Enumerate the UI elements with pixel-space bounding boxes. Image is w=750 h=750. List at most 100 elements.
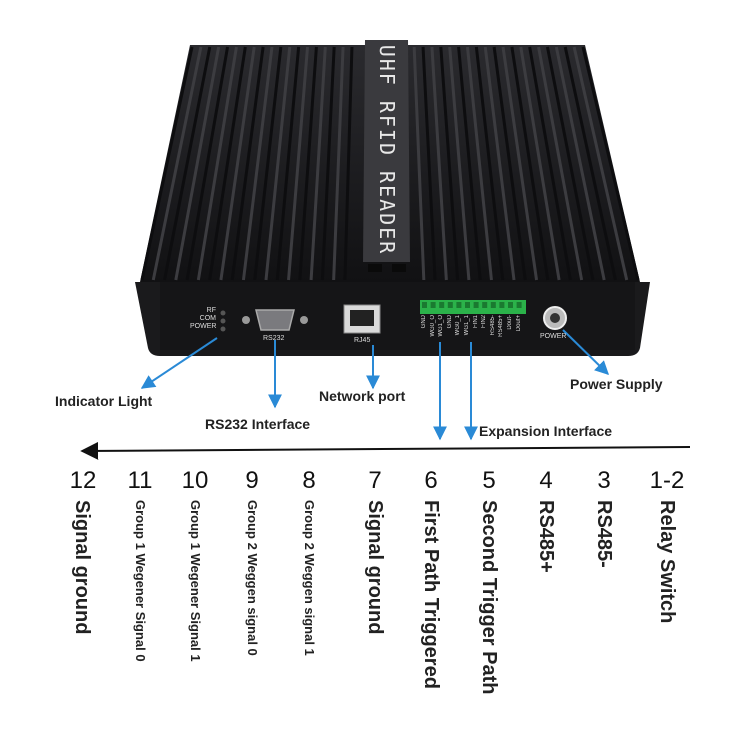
rj45-cavity [350, 310, 374, 326]
pin-num-1-2: 1-2 [649, 467, 685, 494]
terminal-label: WG0_1 [455, 315, 462, 336]
arrow-indicator [140, 337, 218, 389]
heatsink-fin [545, 46, 595, 281]
terminal-screw [508, 302, 513, 308]
pin-num-8: 8 [302, 467, 316, 494]
pin-order-arrow [80, 441, 691, 460]
terminal-screw [482, 302, 488, 308]
pin-desc-9: Group 2 Weggen signal 0 [245, 500, 260, 656]
indicator-label-power: POWER [190, 323, 217, 330]
rs232-port-label: RS232 [263, 335, 285, 342]
terminal-label: WG1_O [438, 315, 445, 337]
heatsink-fin [185, 46, 230, 281]
pin-num-12: 12 [69, 467, 97, 494]
heatsink-fin [140, 46, 194, 281]
pin-num-7: 7 [368, 467, 382, 494]
heatsink-fin [439, 46, 460, 281]
terminal-screw [465, 302, 470, 308]
heatsink-fin [483, 46, 516, 281]
heatsink-fin [563, 46, 617, 281]
db9-screw-left [242, 316, 250, 324]
callout-network-port: Network port [319, 388, 406, 404]
heatsink-fin [554, 46, 606, 281]
heatsink-fin [528, 46, 572, 281]
pin-num-4: 4 [539, 467, 553, 494]
terminal-label: GND [446, 315, 453, 329]
pin-desc-6: First Path Triggered [420, 500, 442, 689]
callout-expansion-interface: Expansion Interface [479, 423, 613, 439]
rj45-port-label: RJ45 [354, 337, 371, 344]
terminal-screw [447, 302, 453, 308]
heatsink-fin [430, 46, 448, 281]
heatsink-fin [264, 46, 292, 281]
heatsink-fin [320, 46, 336, 281]
pin-desc-8: Group 2 Weggen signal 1 [302, 500, 317, 656]
led-power [220, 326, 226, 332]
heatsink-fin [343, 46, 354, 281]
heatsink-fin [519, 46, 561, 281]
terminal-label: WG0_O [429, 315, 436, 337]
heatsink-fin [196, 46, 238, 281]
heatsink-fin [501, 46, 539, 281]
terminal-label: GND [421, 315, 427, 329]
indicator-label-com: COM [199, 315, 216, 322]
terminal-screw [430, 302, 436, 308]
heatsink-fin [581, 46, 640, 281]
pin-num-10: 10 [181, 467, 209, 494]
heatsink-fin [510, 46, 550, 281]
mount-slot-left [368, 264, 382, 272]
heatsink-fin [298, 46, 318, 281]
callout-power-supply: Power Supply [570, 376, 663, 392]
db9-screw-right [300, 316, 308, 324]
led-rf [220, 310, 226, 316]
terminal-label: WG1_1 [464, 315, 470, 336]
label-strip [363, 40, 410, 262]
pin-num-9: 9 [245, 467, 259, 494]
heatsink-fin [253, 46, 283, 281]
terminal-label: RS485+ [498, 315, 505, 337]
callout-indicator-light: Indicator Light [55, 393, 153, 409]
heatsink-fin [309, 46, 327, 281]
pin-desc-4: RS485+ [535, 500, 557, 573]
heatsink-fin [474, 46, 505, 281]
pin-desc-11: Group 1 Wegener Signal 0 [133, 500, 148, 662]
power-port-label: POWER [540, 333, 567, 340]
pin-desc-12: Signal ground [71, 500, 93, 635]
heatsink-fin [572, 46, 629, 281]
terminal-screw [456, 302, 462, 308]
mount-slot-right [392, 264, 406, 272]
pin-num-3: 3 [597, 467, 611, 494]
heatsink-fin [537, 46, 584, 281]
terminal-screw [439, 302, 445, 308]
heatsink-fin [492, 46, 527, 281]
terminal-label: Dout- [507, 315, 513, 330]
power-jack-hole [550, 313, 560, 323]
terminal-screw [473, 302, 479, 308]
terminal-screw [490, 302, 496, 308]
heatsink-fin [241, 46, 274, 281]
heatsink-fin [219, 46, 256, 281]
heatsink-fin [174, 46, 221, 281]
pin-desc-7: Signal ground [364, 500, 386, 635]
pin-num-5: 5 [482, 467, 496, 494]
led-com [220, 318, 226, 324]
heatsink-fin [421, 46, 437, 281]
heatsink-fin [465, 46, 493, 281]
pin-num-11: 11 [127, 467, 153, 494]
terminal-label: RS485- [489, 315, 496, 336]
top-label: UHF RFID READER [375, 44, 399, 256]
heatsink-fins [140, 46, 640, 281]
heatsink-fin [275, 46, 301, 281]
terminal-label: FIN2 [481, 315, 488, 329]
terminal-screws [422, 302, 522, 308]
terminal-screw [422, 302, 427, 308]
heatsink-fin [208, 46, 247, 281]
heatsink-fin [287, 46, 310, 281]
terminal-screw [516, 302, 522, 308]
pin-desc-10: Group 1 Wegener Signal 1 [188, 500, 203, 662]
heatsink-fin [332, 46, 345, 281]
terminal-label: Dout+ [515, 315, 522, 332]
